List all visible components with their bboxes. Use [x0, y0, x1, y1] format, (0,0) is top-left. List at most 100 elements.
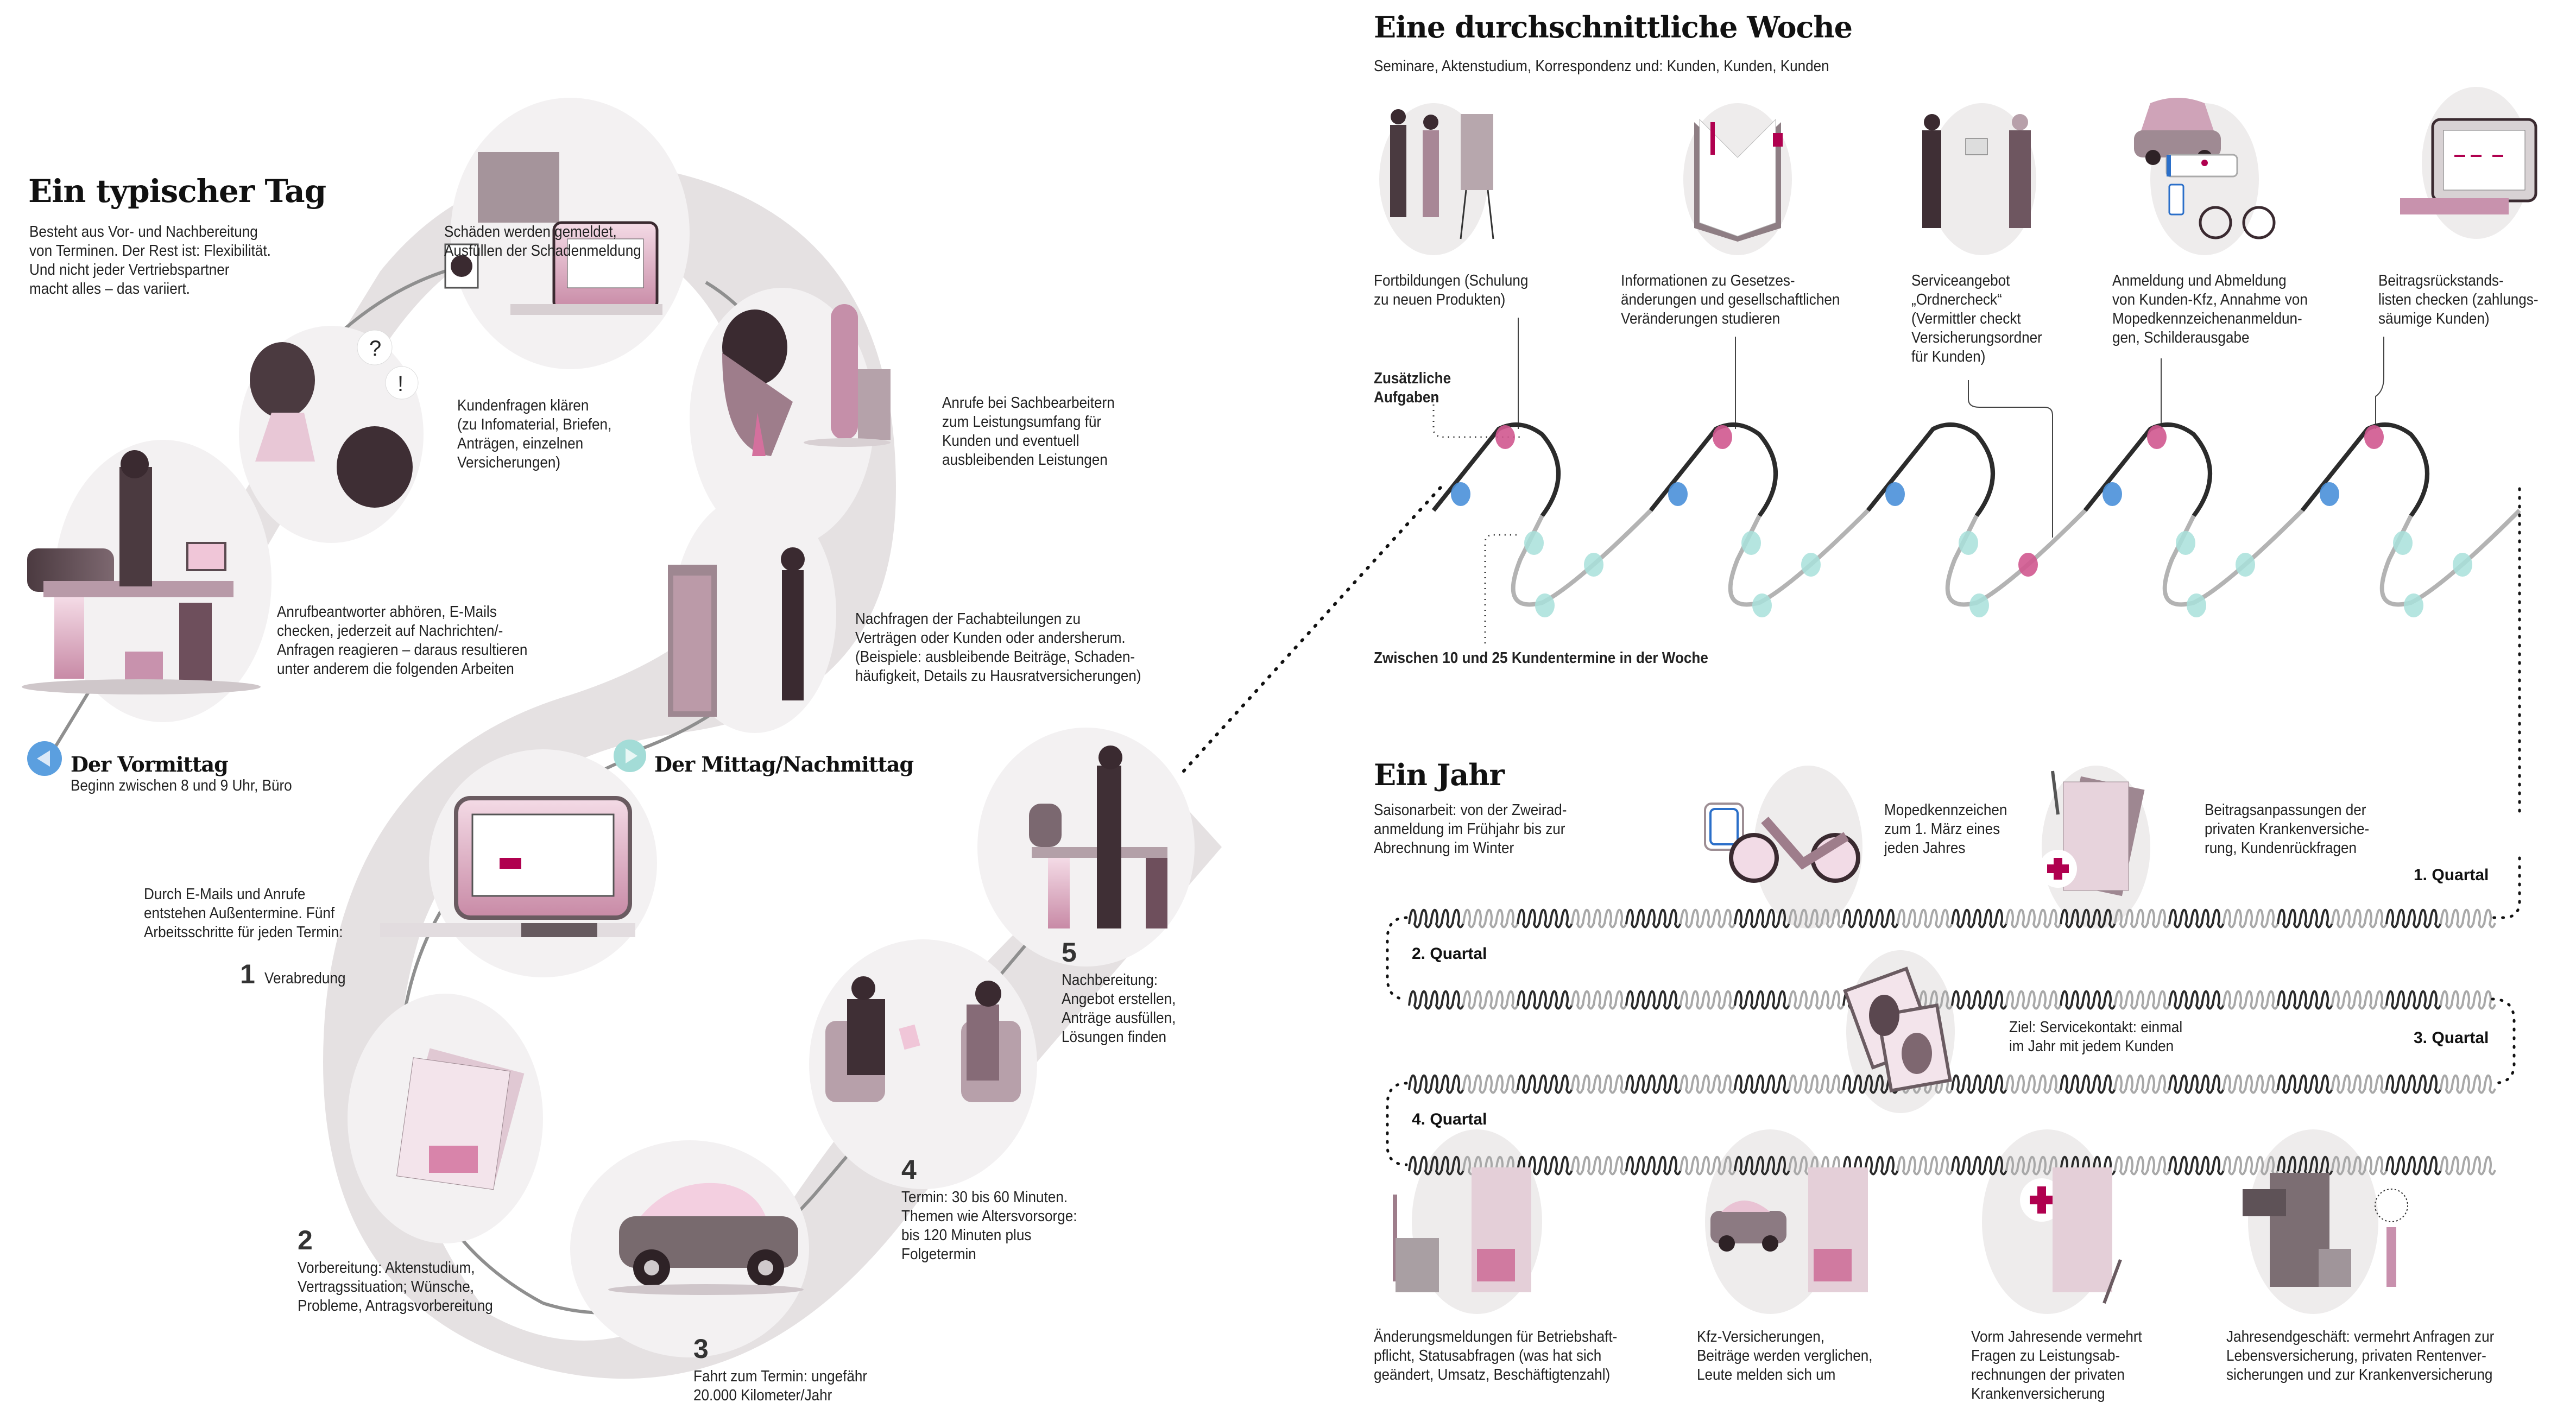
coil-loop: [1647, 1155, 1660, 1176]
coil-loop: [1897, 1155, 1910, 1176]
year-item-pkv: Beitragsanpassungen der privaten Kranken…: [2205, 801, 2370, 857]
coil-loop: [1690, 908, 1703, 928]
coil-loop: [2125, 1074, 2138, 1094]
coil-loop: [2299, 908, 2312, 928]
coil-loop: [2396, 1074, 2409, 1094]
coil-loop: [2049, 908, 2062, 928]
coil-loop: [2125, 908, 2138, 928]
morning-title: Der Vormittag: [71, 752, 229, 776]
coil-loop: [1430, 908, 1443, 928]
coil-loop: [2429, 908, 2442, 928]
coil-loop: [2081, 1074, 2094, 1094]
year-item-moped: Mopedkennzeichen zum 1. März eines jeden…: [1884, 801, 2007, 857]
coil-loop: [1734, 1155, 1747, 1176]
coil-loop: [1647, 990, 1660, 1010]
coil-loop: [2233, 1074, 2246, 1094]
office-dot: [2320, 482, 2339, 506]
coil-loop: [2320, 1074, 2333, 1094]
coil-loop: [1821, 908, 1834, 928]
coil-loop: [2201, 990, 2214, 1010]
coil-loop: [2027, 908, 2040, 928]
coil-loop: [1973, 908, 1986, 928]
coil-loop: [2103, 990, 2116, 1010]
coil-loop: [1973, 1074, 1986, 1094]
coil-loop: [2375, 1155, 2388, 1176]
coil-loop: [1560, 1074, 1573, 1094]
book-illustration: [1694, 118, 1783, 242]
year-item-pkv-abrechnung: Vorm Jahresende vermehrt Fragen zu Leist…: [1971, 1328, 2142, 1403]
coil-loop: [2212, 1074, 2225, 1094]
coil-loop: [2157, 908, 2170, 928]
appointment-dot: [1752, 593, 1772, 617]
coil-loop: [2288, 908, 2301, 928]
coil-loop: [1571, 1155, 1584, 1176]
coil-loop: [1473, 1074, 1486, 1094]
coil-loop: [1517, 908, 1530, 928]
step-text: Vorbereitung: Aktenstudium, Vertragssitu…: [298, 1259, 493, 1315]
coil-loop: [2353, 1074, 2366, 1094]
year-coils: [1408, 908, 2496, 1176]
coil-loop: [1994, 990, 2007, 1010]
coil-loop: [2244, 1074, 2257, 1094]
coil-loop: [2429, 1155, 2442, 1176]
coil-loop: [2472, 1074, 2485, 1094]
coil-loop: [1419, 908, 1432, 928]
coil-loop: [2201, 1074, 2214, 1094]
coil-loop: [1636, 1155, 1649, 1176]
coil-loop: [1506, 990, 1519, 1010]
laptop-claim-illustration: [444, 152, 662, 315]
week-item-kfz: Anmeldung und Abmeldung von Kunden-Kfz, …: [2112, 272, 2308, 346]
coil-loop: [1441, 1155, 1454, 1176]
svg-text:!: !: [397, 372, 403, 396]
coil-loop: [2451, 1155, 2464, 1176]
step-number: 1: [240, 959, 255, 989]
coil-loop: [1723, 908, 1736, 928]
coil-loop: [1560, 990, 1573, 1010]
week-item-beitragsrueckstand: Beitragsrückstands- listen checken (zahl…: [2378, 272, 2539, 327]
standing-desk-illustration: [1029, 746, 1167, 928]
appointment-dot: [2236, 553, 2255, 577]
svg-text:?: ?: [369, 337, 381, 361]
coil-loop: [1484, 908, 1497, 928]
year-item-servicekontakt: Ziel: Servicekontakt: einmal im Jahr mit…: [2009, 1019, 2183, 1055]
coil-loop: [1538, 908, 1551, 928]
coil-loop: [1636, 908, 1649, 928]
connector-to-week: [1182, 482, 1446, 773]
coil-loop: [2396, 908, 2409, 928]
coil-loop: [2364, 990, 2377, 1010]
quarter-1-label: 1. Quartal: [2414, 866, 2489, 884]
coil-loop: [2016, 908, 2029, 928]
office-dot: [1885, 482, 1905, 506]
coil-loop: [1669, 990, 1682, 1010]
coil-loop: [2136, 990, 2149, 1010]
week-title: Eine durchschnittliche Woche: [1374, 10, 1853, 45]
appointment-dot: [2187, 593, 2206, 617]
coil-loop: [2255, 908, 2268, 928]
calendar-laptop-illustration: [380, 796, 635, 937]
coil-loop: [2233, 908, 2246, 928]
coil-loop: [2212, 1155, 2225, 1176]
handover-illustration: [1922, 114, 2031, 228]
coil-loop: [2440, 1155, 2453, 1176]
appointment-dot: [1801, 553, 1821, 577]
coil-loop: [1430, 1074, 1443, 1094]
task-sachbearbeiter: Anrufe bei Sachbearbeitern zum Leistungs…: [942, 394, 1115, 469]
coil-loop: [1517, 1074, 1530, 1094]
coil-loop: [1984, 908, 1997, 928]
coil-loop: [2179, 1155, 2192, 1176]
coil-loop: [1408, 908, 1421, 928]
coil-loop: [2331, 908, 2344, 928]
coil-loop: [1810, 908, 1823, 928]
coil-loop: [2179, 990, 2192, 1010]
coil-loop: [2331, 1155, 2344, 1176]
coil-loop: [2038, 990, 2051, 1010]
coil-loop: [2375, 1074, 2388, 1094]
coil-loop: [2342, 908, 2355, 928]
coil-loop: [2353, 1155, 2366, 1176]
coil-loop: [1669, 1155, 1682, 1176]
coil-loop: [2309, 990, 2322, 1010]
coil-loop: [1538, 990, 1551, 1010]
quarter-coil-row: [1408, 908, 2496, 928]
desk-illustration: [22, 450, 261, 694]
